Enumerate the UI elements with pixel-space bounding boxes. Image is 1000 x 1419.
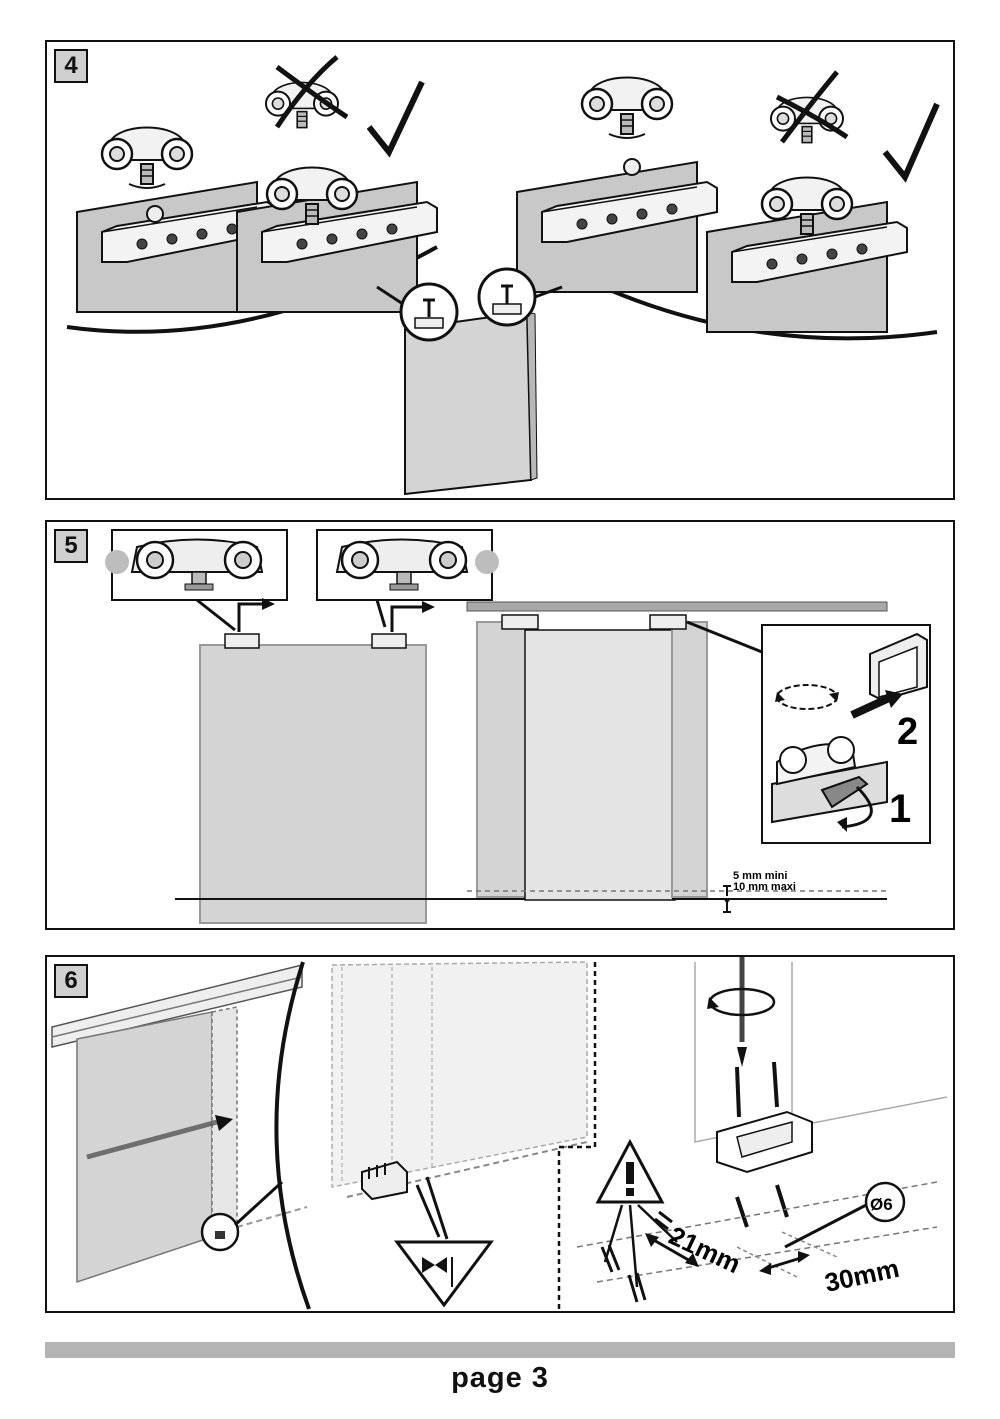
check-mark-right — [882, 102, 940, 183]
roller-left-1 — [100, 126, 194, 186]
roller-wrong-right — [769, 96, 845, 144]
page-label: page 3 — [451, 1362, 549, 1394]
door-right-front — [671, 621, 708, 898]
step-4-number: 4 — [54, 49, 88, 83]
door-sliding — [76, 1011, 213, 1284]
rail-track — [466, 601, 888, 612]
distance-b-label: 30mm — [822, 1253, 902, 1298]
hole-diameter-label: Ø6 — [870, 1195, 893, 1214]
step-5-illustration: 5 mm mini 10 mm maxi 2 1 — [105, 529, 931, 924]
door-left — [199, 644, 427, 924]
step-6-number: 6 — [54, 964, 88, 998]
bracket-right-1 — [516, 161, 718, 293]
hole-diameter-badge — [864, 1181, 906, 1223]
check-mark-left — [366, 80, 425, 158]
step-5-tab: 5 — [45, 520, 97, 572]
step-6-illustration: 21mm 30mm Ø6 — [51, 957, 948, 1310]
door-right-back — [476, 621, 528, 898]
action-1-label: 1 — [889, 787, 911, 831]
footer-bar — [45, 1342, 955, 1358]
step-4-tab: 4 — [45, 40, 97, 92]
step-5-panel: 5 — [45, 520, 955, 930]
warning-triangle-hardware — [394, 1240, 494, 1308]
adjustment-detail-inset: 2 1 — [761, 624, 931, 844]
cross-mark-left — [274, 55, 349, 129]
step-6-panel: 6 — [45, 955, 955, 1313]
step-6-tab: 6 — [45, 955, 97, 1007]
action-2-label: 2 — [897, 711, 918, 753]
roller-inset-1 — [105, 529, 288, 601]
roller-right-1 — [580, 76, 674, 136]
roller-inset-2 — [316, 529, 499, 601]
step-5-number: 5 — [54, 529, 88, 563]
clearance-max-label: 10 mm maxi — [733, 881, 796, 893]
distance-a-label: 21mm — [664, 1220, 745, 1279]
cross-mark-right — [775, 70, 849, 144]
step-4-illustration — [66, 55, 940, 496]
clearance-min-label: 5 mm mini — [733, 870, 787, 882]
step-4-panel: 4 — [45, 40, 955, 500]
